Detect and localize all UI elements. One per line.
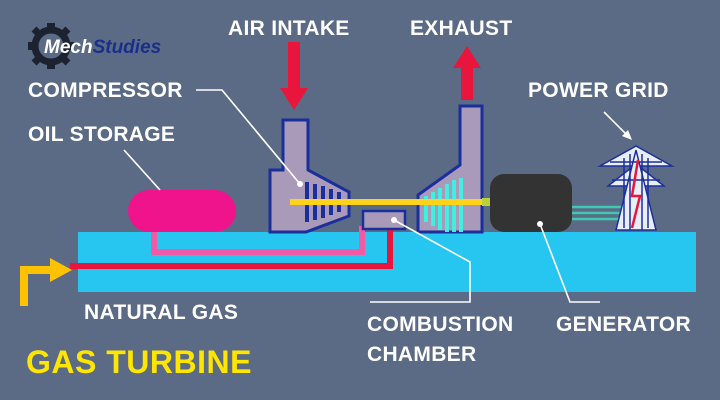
exhaust-arrow xyxy=(453,46,481,100)
combustion-chamber xyxy=(361,209,407,231)
transmission-lines xyxy=(572,205,625,221)
combustion-leader-dot xyxy=(391,217,397,223)
oil-storage-label: OIL STORAGE xyxy=(28,123,176,146)
combustion-leader xyxy=(370,219,471,303)
air-intake-label: AIR INTAKE xyxy=(228,17,350,40)
compressor-casing xyxy=(268,118,351,234)
exhaust-label: EXHAUST xyxy=(410,17,513,40)
generator-leader xyxy=(539,223,600,303)
gas-inlet-pipe xyxy=(20,266,52,306)
brand-part1: Mech xyxy=(44,37,93,58)
natural-gas-label: NATURAL GAS xyxy=(84,301,239,324)
power-grid-leader xyxy=(603,111,629,137)
diagram-title: GAS TURBINE xyxy=(26,344,252,380)
power-grid-leader-arrowhead xyxy=(622,130,632,140)
brand-logo: MechStudies xyxy=(44,38,161,57)
generator xyxy=(490,174,572,232)
compressor-label: COMPRESSOR xyxy=(28,79,183,102)
generator-leader-dot xyxy=(537,221,543,227)
compressor-leader xyxy=(196,89,301,185)
natural-gas-line xyxy=(70,228,393,269)
compressor-leader-dot xyxy=(297,181,303,187)
generator-label: GENERATOR xyxy=(556,313,691,336)
oil-storage-tank xyxy=(128,190,236,232)
gas-inlet-arrow xyxy=(50,258,72,282)
oil-line xyxy=(151,226,365,255)
combustion-chamber-label-line1: COMBUSTION xyxy=(367,313,514,336)
power-grid-label: POWER GRID xyxy=(528,79,669,102)
combustion-chamber-label-line2: CHAMBER xyxy=(367,343,477,366)
brand-part2: Studies xyxy=(92,37,162,58)
power-grid-tower xyxy=(597,145,675,231)
air-intake-arrow xyxy=(280,42,308,110)
oil-storage-leader xyxy=(123,149,161,191)
